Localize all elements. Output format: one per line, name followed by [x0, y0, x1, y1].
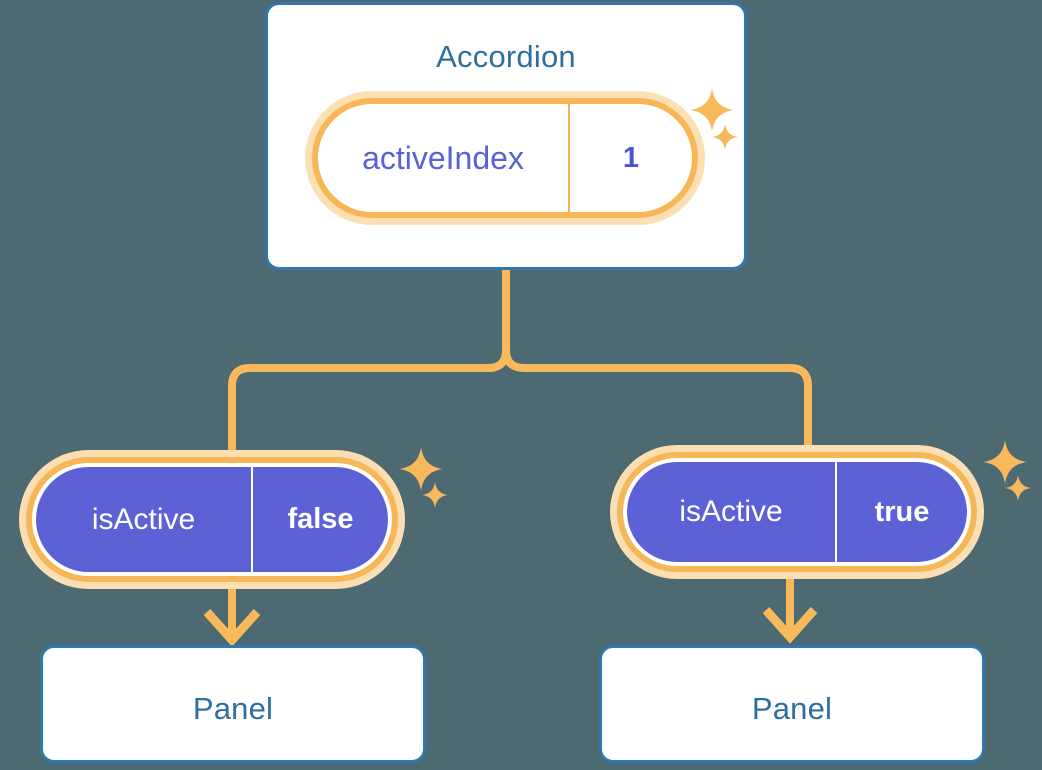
connector-right-branch — [502, 266, 812, 467]
sparkle-icon — [690, 88, 734, 132]
sparkle-icon — [983, 440, 1027, 484]
sparkle-icon — [422, 482, 448, 508]
prop-pill-active-index[interactable]: activeIndex 1 — [312, 98, 698, 218]
page-title: Accordion — [436, 39, 576, 74]
prop-key-label: isActive — [627, 462, 837, 562]
sparkle-icon — [399, 447, 443, 491]
component-card-panel-right[interactable]: Panel — [599, 645, 985, 763]
sparkle-icon — [712, 124, 738, 150]
prop-pill-is-active-left[interactable]: isActive false — [32, 463, 392, 576]
sparkle-icon — [1005, 475, 1031, 501]
component-card-panel-left[interactable]: Panel — [40, 645, 426, 763]
prop-key-label: activeIndex — [318, 104, 570, 212]
panel-title: Panel — [751, 691, 833, 726]
prop-value-label: 1 — [622, 141, 640, 174]
prop-value-label: true — [874, 495, 930, 528]
prop-pill-is-active-right[interactable]: isActive true — [623, 458, 971, 566]
prop-value-label: false — [287, 503, 354, 535]
panel-title: Panel — [192, 691, 274, 726]
arrow-down-icon-left — [203, 576, 261, 647]
arrow-down-icon-right — [762, 566, 818, 644]
connector-left-branch — [228, 266, 510, 474]
prop-key-label: isActive — [36, 467, 253, 572]
